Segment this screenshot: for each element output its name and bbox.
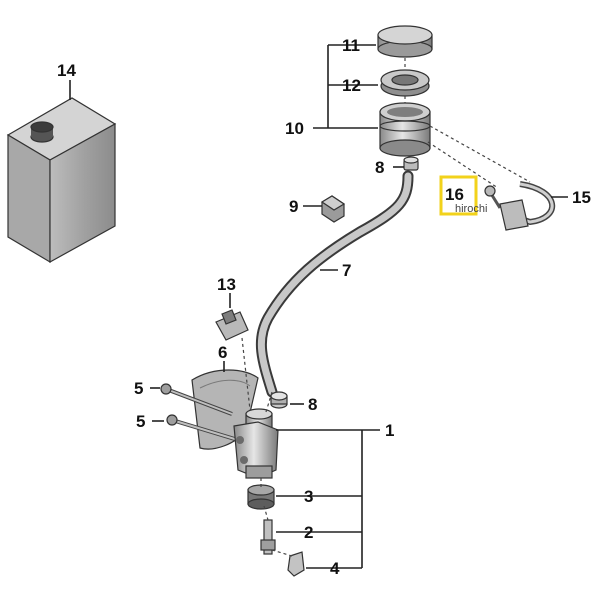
callout-2: 2 — [304, 523, 313, 542]
callout-13: 13 — [217, 275, 236, 294]
callout-14: 14 — [57, 61, 76, 80]
callout-9: 9 — [289, 197, 298, 216]
callout-4: 4 — [330, 559, 340, 578]
hose-holder — [320, 195, 346, 223]
reservoir-cap — [377, 25, 433, 58]
callout-5-lower: 5 — [136, 412, 145, 431]
callout-5-upper: 5 — [134, 379, 143, 398]
callout-10: 10 — [285, 119, 304, 138]
callout-7: 7 — [342, 261, 351, 280]
fluid-reservoir — [379, 102, 431, 157]
callout-12: 12 — [342, 76, 361, 95]
reservoir-bracket — [499, 181, 556, 231]
bolt-upper — [160, 383, 233, 416]
watermark: hirochi — [455, 203, 487, 215]
mounting-clip — [215, 309, 249, 341]
locking-clip — [287, 551, 305, 577]
callout-11: 11 — [342, 36, 360, 55]
callout-8-upper: 8 — [375, 158, 384, 177]
hose-clamp-upper — [403, 156, 419, 171]
highlight-box — [439, 175, 478, 216]
bolt-lower — [166, 414, 239, 442]
callout-6: 6 — [218, 343, 227, 362]
callout-3: 3 — [304, 487, 313, 506]
reservoir-diaphragm — [380, 69, 430, 97]
hose-clamp-lower — [270, 391, 288, 409]
push-rod — [260, 519, 276, 555]
callout-1: 1 — [385, 421, 394, 440]
callout-15: 15 — [572, 188, 591, 207]
fluid-canister — [6, 97, 117, 264]
callout-16: 16 — [445, 185, 464, 204]
rubber-boot — [247, 484, 275, 510]
screw — [484, 185, 502, 209]
fluid-hose — [255, 170, 414, 398]
master-cylinder — [233, 408, 279, 479]
callout-8-lower: 8 — [308, 395, 317, 414]
